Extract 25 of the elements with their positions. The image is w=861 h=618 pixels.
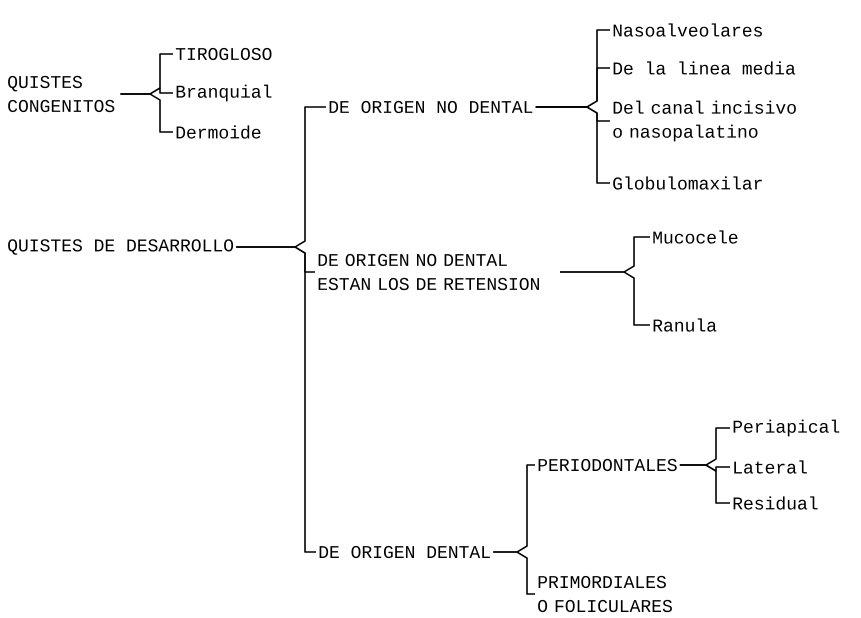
- category-text: Dermoide: [176, 125, 260, 139]
- brace-line: [120, 93, 173, 133]
- brace-line: [560, 271, 650, 326]
- category-text: De la linea media: [614, 61, 796, 75]
- category-text: PRIMORDIALES O FOLICULARES: [538, 576, 672, 612]
- category-text: Lateral: [734, 460, 807, 474]
- category-text: Branquial: [176, 84, 272, 102]
- category-text: Globulomaxilar: [613, 176, 762, 190]
- category-text: Nasoalveolares: [614, 23, 762, 37]
- category-text: QUISTES CONGENITOS: [8, 76, 114, 112]
- brace-line: [493, 551, 535, 595]
- category-text: Periapical: [734, 420, 840, 436]
- brace-line: [536, 106, 610, 184]
- category-text: DE ORIGEN DENTAL: [320, 546, 490, 558]
- brace-line: [236, 246, 316, 553]
- category-text: DE ORIGEN NO DENTAL: [330, 100, 532, 114]
- category-text: Ranula: [654, 318, 716, 332]
- brace-line: [680, 464, 730, 504]
- category-text: TIROGLOSO: [176, 48, 272, 60]
- category-text: Residual: [734, 496, 818, 510]
- category-text: Mucocele: [653, 230, 738, 244]
- category-text: QUISTES DE DESARROLLO: [8, 239, 234, 255]
- category-text: Del canal incisivo o nasopalatino: [613, 100, 796, 142]
- category-text: PERIODONTALES: [538, 458, 677, 472]
- category-text: DE ORIGEN NO DENTAL ESTAN LOS DE RETENSION: [318, 254, 539, 290]
